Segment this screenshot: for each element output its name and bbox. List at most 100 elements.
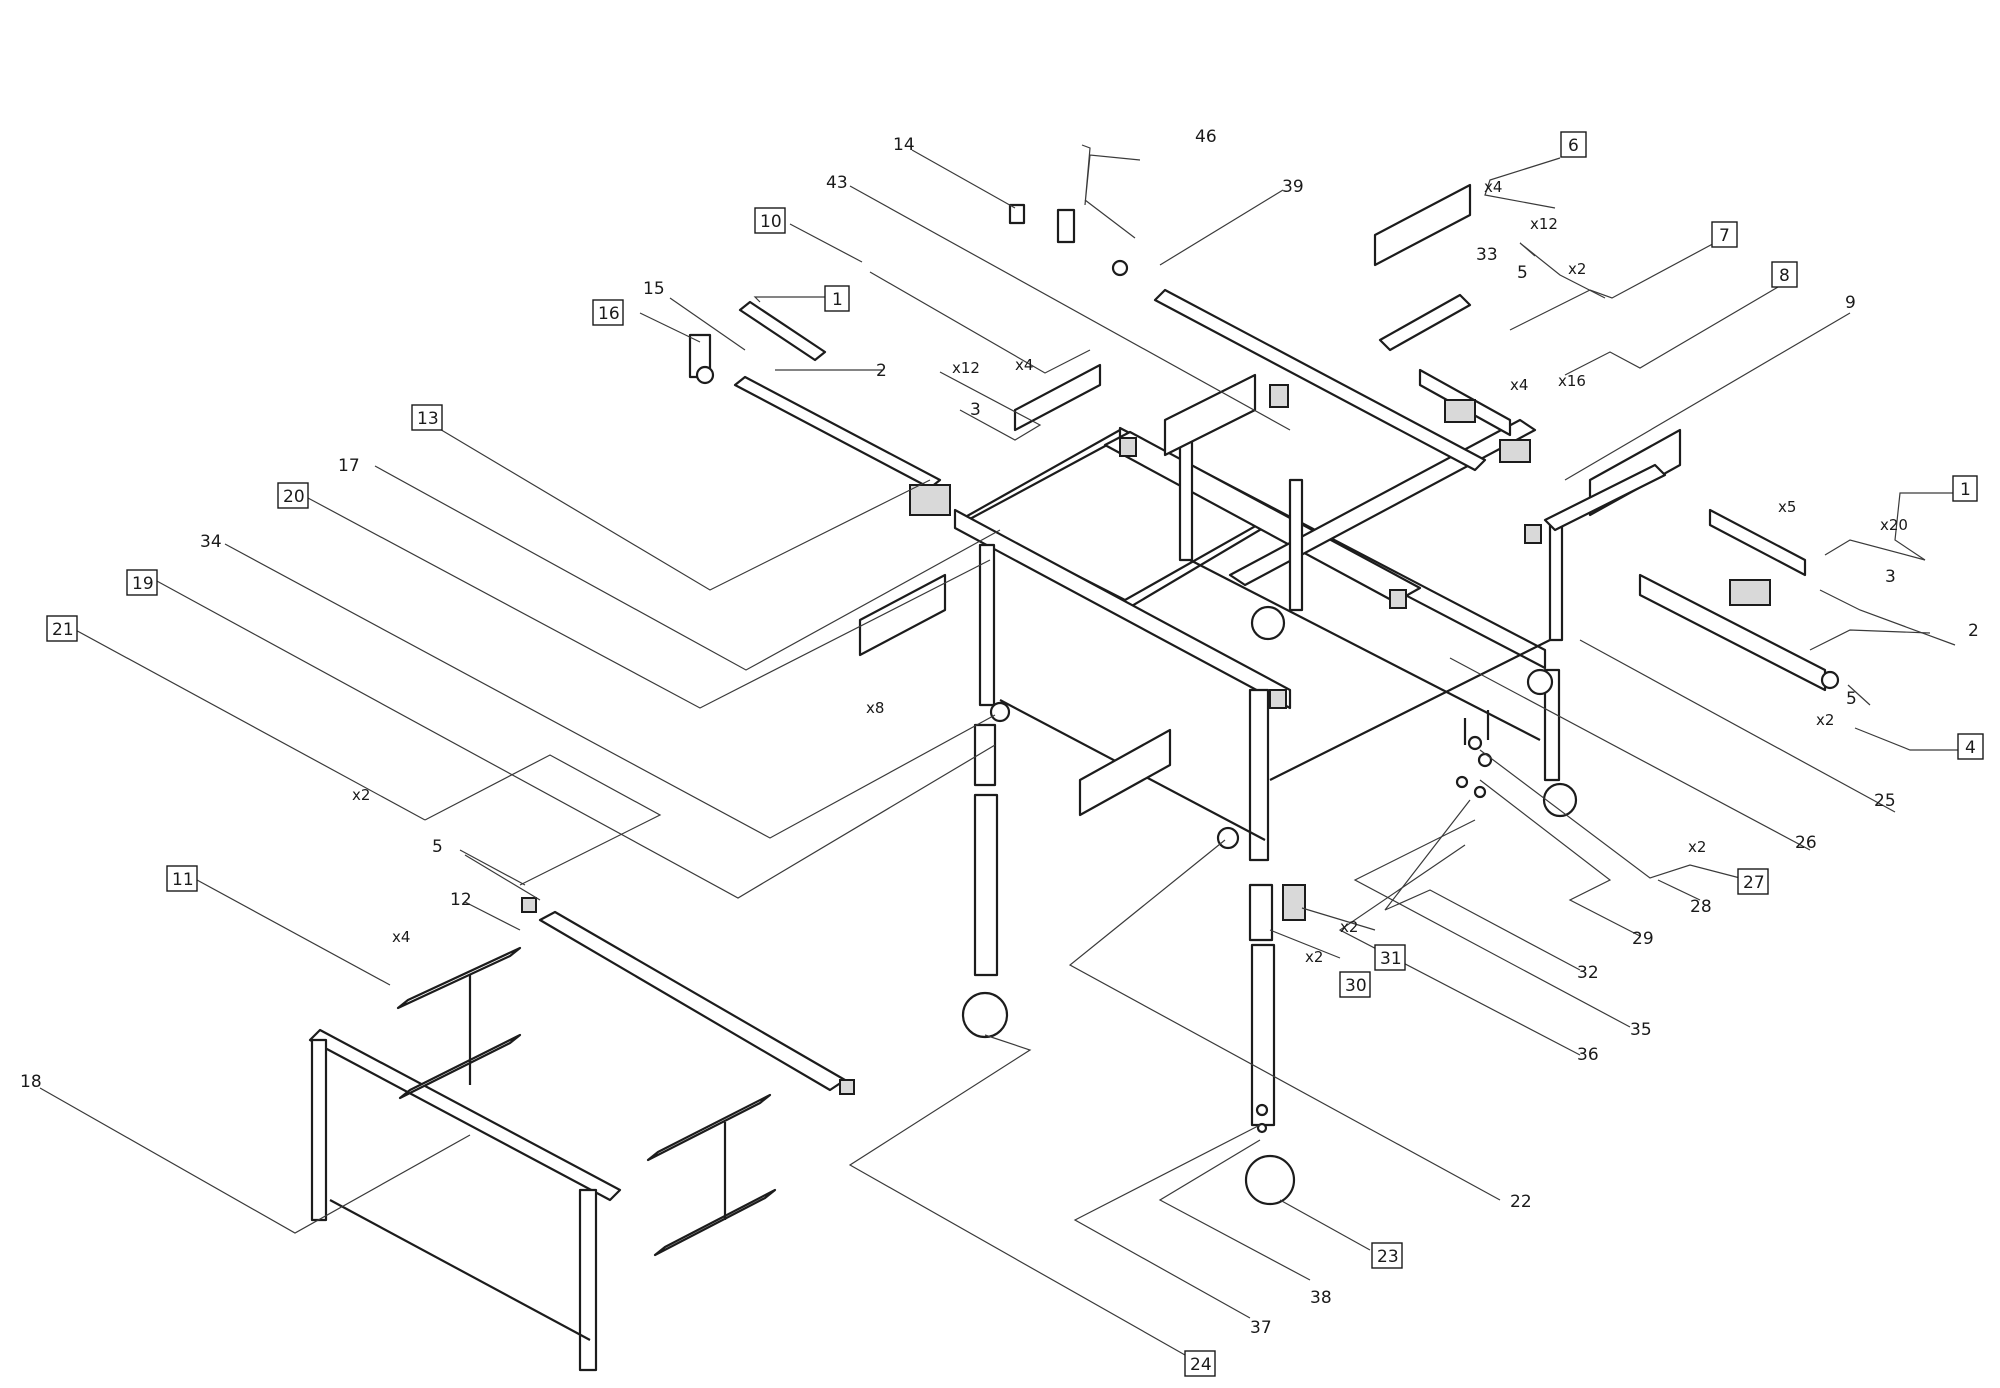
- qty-x4-part10: x4: [1015, 356, 1033, 374]
- callout-1b-box: [1952, 475, 1978, 502]
- callout-1b: 1: [1960, 480, 1971, 500]
- top-left-parts: [688, 203, 1129, 516]
- top-right-parts: [1373, 183, 1840, 692]
- callout-46: 46: [1195, 127, 1217, 147]
- callout-7-box: [1711, 221, 1738, 248]
- callout-35: 35: [1630, 1020, 1652, 1040]
- callout-6: 6: [1568, 136, 1579, 156]
- leg-tube: [1250, 943, 1276, 1127]
- quantity-labels: x4 x12 x2 x12 x4 x4 x16 x5 x20 x2 x8 x2 …: [352, 178, 1908, 966]
- part-14: [1008, 203, 1026, 225]
- leg-front-left: [978, 543, 996, 707]
- callout-1a-box: [824, 285, 850, 312]
- leader-lines: [39, 144, 1975, 1356]
- callout-20-box: [277, 482, 309, 509]
- callout-11: 11: [172, 870, 194, 890]
- hardware-right: [1455, 710, 1493, 799]
- insert-31: [1282, 884, 1306, 921]
- qty-x4-part6: x4: [1484, 178, 1502, 196]
- callout-3a: 3: [970, 400, 981, 420]
- callout-24-box: [1184, 1350, 1216, 1377]
- callout-38: 38: [1310, 1288, 1332, 1308]
- callout-23: 23: [1377, 1247, 1399, 1267]
- caster-24: [961, 991, 1009, 1039]
- callout-12: 12: [450, 890, 472, 910]
- leg-back-left: [1178, 438, 1194, 562]
- callout-43: 43: [826, 173, 848, 193]
- qty-x8: x8: [866, 699, 884, 717]
- callout-21: 21: [52, 620, 74, 640]
- callout-31: 31: [1380, 949, 1402, 969]
- callout-26: 26: [1795, 833, 1817, 853]
- bar-11-d: [398, 1033, 522, 1100]
- qty-x12-part6: x12: [1530, 215, 1558, 233]
- callout-23-box: [1371, 1242, 1403, 1269]
- callout-39: 39: [1282, 177, 1304, 197]
- callout-19-box: [126, 569, 158, 596]
- callout-22: 22: [1510, 1192, 1532, 1212]
- sub-frame-18: [308, 897, 855, 1372]
- bar-11-b: [646, 1093, 772, 1162]
- qty-x16-part8: x16: [1558, 372, 1586, 390]
- bar-1-right: [1708, 508, 1807, 577]
- callout-4-box: [1957, 733, 1984, 760]
- parts-group: [308, 183, 1840, 1372]
- callout-21-box: [46, 615, 78, 642]
- qty-x4-part8: x4: [1510, 376, 1528, 394]
- callout-8: 8: [1779, 266, 1790, 286]
- callout-2b: 2: [1968, 621, 1979, 641]
- bar-11-c: [653, 1188, 777, 1257]
- callout-27-box: [1737, 868, 1769, 895]
- callout-2a: 2: [876, 361, 887, 381]
- callout-16: 16: [598, 304, 620, 324]
- callout-5c: 5: [432, 837, 443, 857]
- callout-19: 19: [132, 574, 154, 594]
- callout-31-box: [1374, 944, 1406, 971]
- callout-7: 7: [1719, 226, 1730, 246]
- callout-32: 32: [1577, 963, 1599, 983]
- callout-labels: 14 46 43 39 6 10 15 1 16 2 3 33 7 5 8 9 …: [20, 127, 1984, 1377]
- caster-23: [1244, 1154, 1296, 1206]
- callout-29: 29: [1632, 929, 1654, 949]
- leg-back-right: [1548, 518, 1564, 642]
- callout-9: 9: [1845, 293, 1856, 313]
- main-frame: [858, 288, 1682, 862]
- callout-10: 10: [760, 212, 782, 232]
- callout-16-box: [592, 299, 624, 326]
- qty-x20-part1: x20: [1880, 516, 1908, 534]
- callout-10-box: [754, 207, 786, 234]
- rail-21: [538, 910, 847, 1092]
- callout-5a: 5: [1517, 263, 1528, 283]
- rail-13: [733, 375, 942, 490]
- qty-x2-part27: x2: [1688, 838, 1706, 856]
- qty-x2-part7: x2: [1568, 260, 1586, 278]
- leg-parts: [961, 701, 1306, 1206]
- leg-sleeve-19: [973, 723, 997, 787]
- rail-4: [1638, 573, 1827, 692]
- qty-x2-part30: x2: [1305, 948, 1323, 966]
- callout-8-box: [1771, 261, 1798, 288]
- callout-11-box: [166, 865, 198, 892]
- callout-37: 37: [1250, 1318, 1272, 1338]
- callout-17: 17: [338, 456, 360, 476]
- leg-back-center: [1288, 478, 1304, 612]
- bar-11-a: [396, 946, 522, 1010]
- leg-front-center: [1248, 688, 1270, 862]
- qty-x2-part4: x2: [1816, 711, 1834, 729]
- callout-3b: 3: [1885, 567, 1896, 587]
- callout-1a: 1: [832, 290, 843, 310]
- block-6: [1373, 183, 1472, 267]
- knob-22: [1216, 826, 1240, 850]
- callout-4: 4: [1965, 738, 1976, 758]
- leg-sleeve-30: [1248, 883, 1274, 942]
- qty-x5-part1: x5: [1778, 498, 1796, 516]
- callout-24: 24: [1190, 1355, 1212, 1375]
- callout-6-box: [1560, 131, 1587, 158]
- callout-20: 20: [283, 487, 305, 507]
- part-46: [1056, 208, 1076, 244]
- callout-33: 33: [1476, 245, 1498, 265]
- callout-18: 18: [20, 1072, 42, 1092]
- callout-34: 34: [200, 532, 222, 552]
- callout-13-box: [411, 404, 443, 431]
